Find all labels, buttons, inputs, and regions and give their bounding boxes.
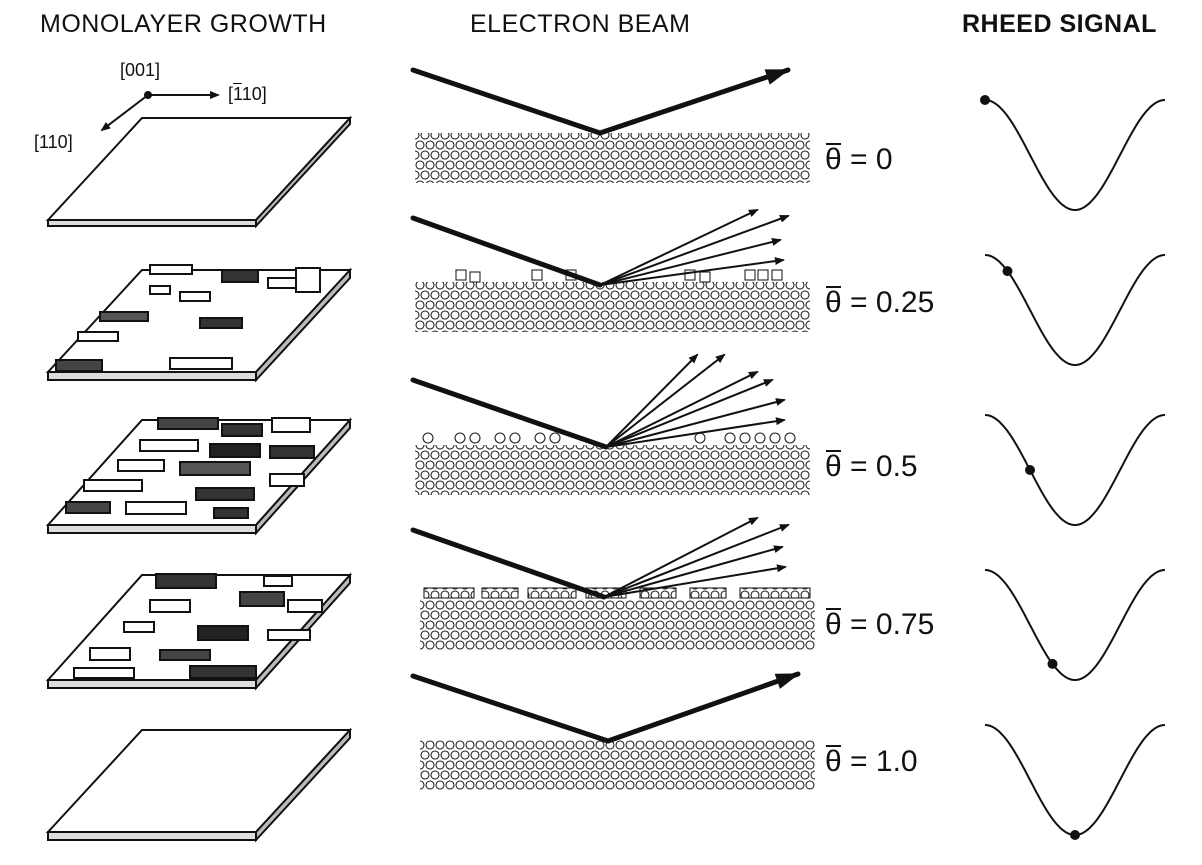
rheed-signal-curve (984, 414, 1166, 527)
coverage-label-05: θ = 0.5 (825, 450, 918, 483)
atom-layer-025 (415, 269, 810, 332)
substrate-plate-10 (45, 727, 353, 843)
rheed-signal-curve (984, 99, 1166, 212)
rheed-signal-curve (984, 569, 1166, 682)
axis-label-001: [001] (120, 60, 161, 80)
header-monolayer-growth: MONOLAYER GROWTH (40, 10, 327, 38)
substrate-plate-05 (45, 417, 353, 536)
electron-beam-05 (410, 353, 786, 450)
atom-layer-05 (415, 432, 810, 495)
rheed-signal-marker (1047, 658, 1058, 669)
electron-beam-075 (410, 517, 790, 600)
atom-layer-10 (420, 740, 815, 790)
rheed-signal-marker (1025, 465, 1035, 475)
rheed-signal-curves (980, 95, 1166, 840)
coverage-label-075: θ = 0.75 (825, 608, 935, 641)
rheed-signal-marker (980, 95, 990, 105)
coverage-label-025: θ = 0.25 (825, 286, 935, 319)
atom-layer-075 (420, 587, 815, 650)
rheed-signal-curve (984, 724, 1166, 837)
axis-label-110: [110] (34, 132, 73, 152)
rheed-signal-marker (1070, 830, 1080, 840)
electron-beam-10 (410, 671, 801, 744)
substrate-plate-025 (45, 264, 353, 383)
substrate-plate-0 (45, 115, 353, 229)
header-rheed-signal: RHEED SIGNAL (962, 10, 1157, 38)
axis-label-bar110: [110] (228, 84, 267, 104)
coverage-label-0: θ = 0 (825, 143, 893, 176)
rheed-signal-curve (984, 254, 1166, 367)
crystal-axes-icon (100, 91, 220, 132)
atom-layer-0 (415, 133, 810, 183)
substrate-plate-075 (45, 572, 353, 691)
header-electron-beam: ELECTRON BEAM (470, 10, 691, 38)
coverage-label-10: θ = 1.0 (825, 745, 918, 778)
electron-beam-0 (410, 67, 791, 136)
rheed-signal-marker (1002, 266, 1013, 277)
electron-beam-025 (410, 209, 790, 288)
